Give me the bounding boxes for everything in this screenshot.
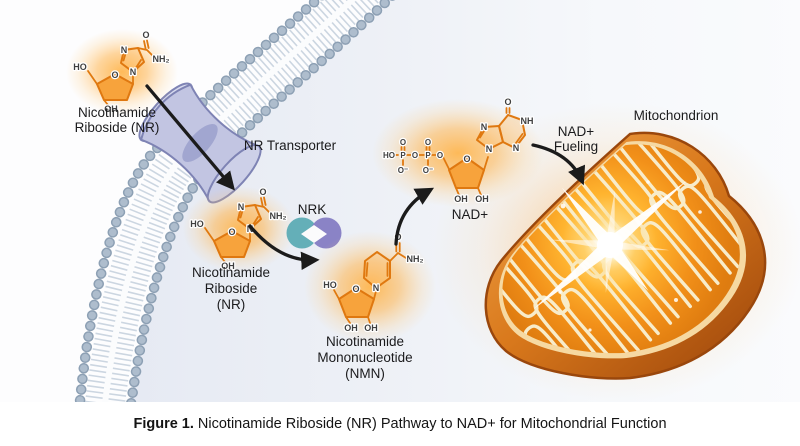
energy-flare bbox=[533, 180, 702, 332]
transporter-pore bbox=[182, 123, 218, 163]
label-nr-transporter: NR Transporter bbox=[244, 138, 337, 153]
ribose-ring bbox=[338, 287, 375, 318]
atom-label: OH bbox=[364, 323, 378, 333]
atom-label: OH bbox=[454, 194, 468, 204]
label-nr-intracellular-3: (NR) bbox=[217, 297, 246, 312]
label-nr-intracellular-2: Riboside bbox=[205, 281, 258, 296]
label-nr-extracellular-2: Riboside (NR) bbox=[75, 120, 160, 135]
cell-membrane bbox=[74, 0, 396, 402]
atom-label: N bbox=[373, 283, 380, 293]
atom-label: HO bbox=[323, 280, 337, 290]
atom-label: P bbox=[425, 151, 431, 160]
label-mitochondrion: Mitochondrion bbox=[634, 108, 719, 123]
nad-molecule: HO P O O⁻ O P O O⁻ O O OH OH N N O NH N bbox=[372, 96, 544, 207]
arrow-nr-import bbox=[145, 84, 235, 191]
outer-lipid-heads-fill bbox=[76, 0, 323, 402]
figure-caption: Figure 1. Nicotinamide Riboside (NR) Pat… bbox=[0, 402, 800, 446]
atom-label: N bbox=[481, 122, 488, 132]
label-nr-intracellular-1: Nicotinamide bbox=[192, 265, 270, 280]
figure-caption-text: Nicotinamide Riboside (NR) Pathway to NA… bbox=[197, 416, 667, 432]
atom-label: O bbox=[352, 284, 359, 294]
label-nmn-3: (NMN) bbox=[345, 366, 385, 381]
molecule-glow bbox=[372, 99, 544, 207]
molecule-glow bbox=[304, 231, 436, 343]
label-nr-extracellular-1: Nicotinamide bbox=[78, 105, 156, 120]
pathway-arrows bbox=[145, 84, 586, 271]
pathway-diagram: HO O OH N N O NH₂ bbox=[64, 0, 800, 402]
atom-label: OH bbox=[344, 323, 358, 333]
label-fueling-2: Fueling bbox=[554, 139, 598, 154]
arrow-nr-to-nmn bbox=[248, 224, 320, 271]
atom-label: O⁻ bbox=[423, 166, 433, 175]
ribose-ring bbox=[448, 157, 485, 189]
atom-label: O bbox=[463, 154, 470, 164]
label-nmn-2: Mononucleotide bbox=[317, 350, 412, 365]
sparkles bbox=[558, 180, 702, 332]
atom-label: O bbox=[425, 138, 431, 147]
figure-caption-number: Figure 1. bbox=[133, 416, 194, 432]
atom-label: O bbox=[437, 151, 443, 160]
atom-label: O bbox=[400, 138, 406, 147]
nr-molecule-intracellular bbox=[181, 184, 297, 274]
label-fueling-1: NAD+ bbox=[558, 124, 595, 139]
atom-label: NH₂ bbox=[407, 254, 424, 264]
atom-label: P bbox=[400, 151, 406, 160]
inner-lipid-heads-fill bbox=[127, 0, 394, 402]
nmn-molecule: HO O OH OH N O NH₂ bbox=[304, 231, 436, 343]
arrow-nad-fueling bbox=[531, 143, 586, 186]
label-nad: NAD+ bbox=[452, 207, 489, 222]
atom-label: N bbox=[486, 144, 493, 154]
label-nmn-1: Nicotinamide bbox=[326, 334, 404, 349]
label-nrk: NRK bbox=[298, 202, 327, 217]
atom-label: OH bbox=[475, 194, 489, 204]
nrk-subunit-teal bbox=[286, 217, 318, 249]
atom-label: N bbox=[513, 143, 520, 153]
atom-label: HO bbox=[383, 151, 395, 160]
atom-label: O⁻ bbox=[398, 166, 408, 175]
arrow-nmn-to-nad bbox=[394, 187, 435, 246]
diagram-labels: Nicotinamide Riboside (NR) NR Transporte… bbox=[75, 105, 719, 381]
atom-label: O bbox=[412, 151, 418, 160]
atom-label: NH bbox=[521, 116, 534, 126]
pyridine-ring bbox=[363, 251, 391, 289]
nrk-active-site bbox=[301, 225, 327, 243]
atom-label: O bbox=[504, 97, 511, 107]
